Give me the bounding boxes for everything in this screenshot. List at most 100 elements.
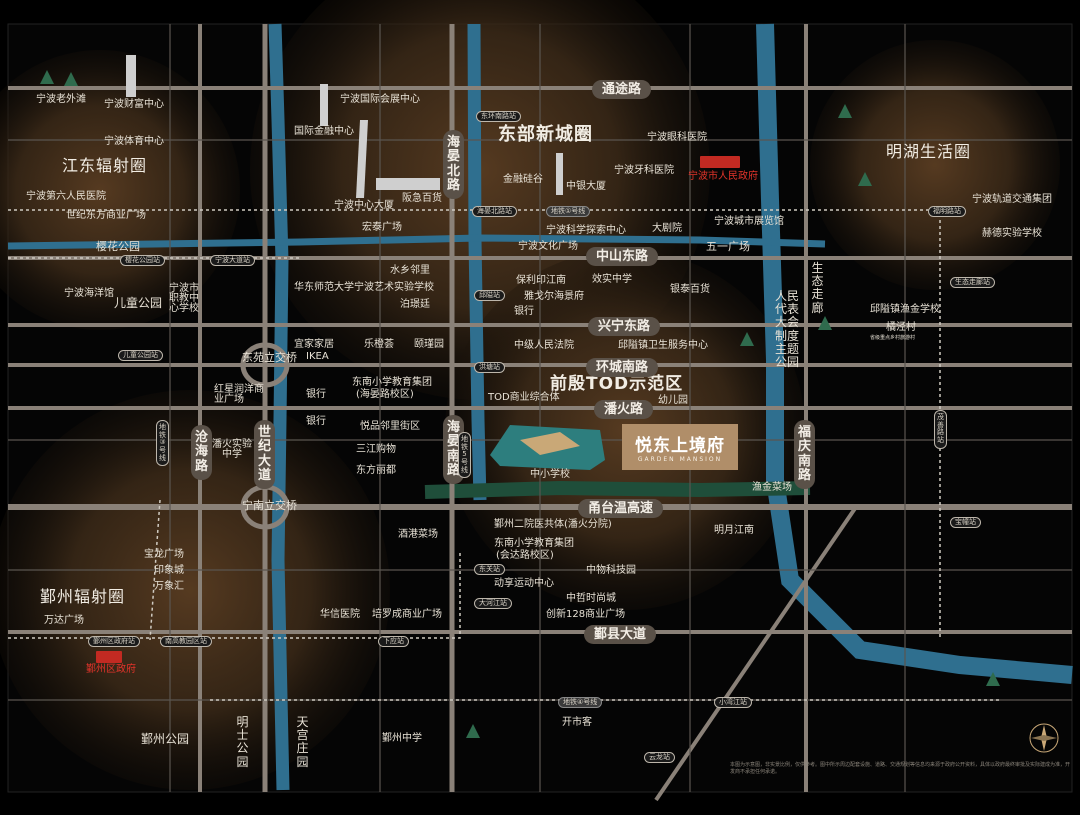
poi-xiaoshi: 效实中学 (592, 274, 632, 285)
poi-bank-1: 银行 (306, 389, 326, 400)
metro-yunduan: 云龙站 (644, 752, 675, 763)
poi-dongfanglidu: 东方丽都 (356, 465, 396, 476)
poi-dongnan-2b: (会达路校区) (496, 550, 554, 561)
metro-shengtai2: 茂善路站 (934, 410, 947, 449)
poi-tiyu: 宁波体育中心 (104, 136, 164, 147)
dongyuan-interchange: 东苑立交桥 (242, 351, 297, 364)
metro-xiaowan: 小湾江站 (714, 697, 752, 708)
road-huancheng-s: 环城南路 (586, 358, 659, 377)
poi-zhongxiao: 中小学校 (530, 469, 570, 480)
poi-peiluo: 培罗成商业广场 (372, 609, 442, 620)
poi-zhongyin: 中银大厦 (566, 181, 606, 192)
metro-yinghua: 樱花公园站 (120, 255, 165, 266)
poi-hongxing: 红星润洋商业广场 (214, 384, 264, 405)
compass-icon (1029, 723, 1059, 753)
project-brand-badge[interactable]: 悦东上境府 GARDEN MANSION (622, 424, 738, 470)
poi-yipin: 悦品邻里街区 (360, 421, 420, 432)
road-tongtu: 通途路 (592, 80, 652, 99)
poi-yijincai: 渔金菜场 (752, 482, 792, 493)
poi-huadong: 华东师范大学宁波艺术实验学校 (294, 282, 434, 293)
poi-erfang: 鄞州二院医共体(潘火分院) (494, 519, 612, 530)
poi-qiuai-ws: 邱隘镇卫生服务中心 (618, 340, 708, 351)
poi-guoji-huizhan: 宁波国际会展中心 (340, 94, 420, 105)
poi-hanyu: 阪急百货 (402, 193, 442, 204)
poi-laowaitan: 宁波老外滩 (36, 94, 86, 105)
metro-hongtang: 洪塘站 (474, 362, 505, 373)
metro-dongguan: 东关站 (474, 564, 505, 575)
tree-icon (986, 672, 1000, 686)
metro-line3-tag: 地铁③号线 (156, 420, 169, 467)
poi-haiyangguan: 宁波海洋馆 (64, 288, 114, 299)
brand-subtitle: GARDEN MANSION (637, 456, 723, 463)
road-shiji: 世纪大道 (254, 420, 275, 490)
tree-icon (838, 104, 852, 118)
poi-yijia: 宜家家居 (294, 339, 334, 350)
canal-north (7, 234, 826, 250)
poi-kexue: 宁波科学探索中心 (546, 225, 626, 236)
poi-mingyue: 明月江南 (714, 525, 754, 536)
park-yinghua: 樱花公园 (96, 240, 140, 253)
metro-shengtai: 生态走廊站 (950, 277, 995, 288)
road-panhuo: 潘火路 (594, 400, 654, 419)
zone-minghu-glow (810, 40, 1060, 290)
poi-shuixiang: 水乡邻里 (390, 265, 430, 276)
poi-kaishi: 开市客 (562, 717, 592, 728)
poi-zhongxin-dasha: 宁波中心大厦 (334, 200, 394, 211)
poi-jiangjing: 橘泾村 (886, 322, 916, 333)
square-wuyi: 五一广场 (706, 240, 750, 253)
metro-ningbo-dadao: 宁波大道站 (210, 255, 255, 266)
tree-icon (818, 316, 832, 330)
road-xingning-e: 兴宁东路 (588, 317, 661, 336)
poi-yinxiang: 印象城 (154, 565, 184, 576)
tree-icon (740, 332, 754, 346)
poi-yanke: 宁波眼科医院 (647, 132, 707, 143)
poi-youer: 幼儿园 (658, 395, 688, 406)
eco-corridor: 生态走廊 (811, 261, 824, 315)
poi-dongnan-2: 东南小学教育集团 (494, 538, 574, 549)
metro-ertong: 儿童公园站 (118, 350, 163, 361)
poi-guidao: 宁波轨道交通集团 (972, 194, 1052, 205)
zone-jiangdong-label: 江东辐射圈 (62, 156, 148, 175)
poi-ikea: IKEA (306, 351, 329, 362)
metro-nangaojiao: 南高教园区站 (160, 636, 212, 647)
zone-dongbu-label: 东部新城圈 (498, 124, 593, 145)
poi-shiji-dongfang: 世纪东方商业广场 (66, 210, 146, 221)
poi-zhongji-fy: 中级人民法院 (514, 340, 574, 351)
poi-hede: 赫德实验学校 (982, 228, 1042, 239)
ningnan-interchange: 宁南立交桥 (242, 499, 297, 512)
poi-bank-3: 银行 (514, 306, 534, 317)
zone-yinzhou-glow (0, 390, 390, 790)
poi-guoji-jinrong: 国际金融中心 (294, 126, 354, 137)
poi-hongtai: 宏泰广场 (362, 222, 402, 233)
poi-yake: 宁波牙科医院 (614, 165, 674, 176)
metro-yinzhou-dq: 鄞州区政府站 (88, 636, 140, 647)
brand-title: 悦东上境府 (635, 436, 725, 456)
poi-zhongwu: 中物科技园 (586, 565, 636, 576)
road-canghai: 沧海路 (191, 425, 212, 480)
tree-icon (40, 70, 54, 84)
green-belt (424, 480, 811, 499)
metro-donghuan: 东环南路站 (476, 111, 521, 122)
poi-sanjiang: 三江购物 (356, 444, 396, 455)
poi-jiangjing-sub: 省级重点乡村旅游村 (870, 335, 916, 341)
map-disclaimer: 本图为示意图，非实景比例，仅供参考。图中所示周边配套设施、道路、交通规划等信息均… (730, 762, 1071, 775)
renda-park: 人民代表大会制度主题公园 (774, 289, 799, 369)
metro-baozhuang: 宝幢站 (950, 517, 981, 528)
metro-fuming: 福明路站 (928, 206, 966, 217)
poi-huaxin: 华信医院 (320, 609, 360, 620)
poi-wanxiang: 万象汇 (154, 581, 184, 592)
poi-wanda: 万达广场 (44, 615, 84, 626)
road-zhongshan-e: 中山东路 (586, 247, 659, 266)
poi-chengshi-zhanlan: 宁波城市展览馆 (714, 216, 784, 227)
tree-icon (466, 724, 480, 738)
poi-dongxiang: 动享运动中心 (494, 578, 554, 589)
city-government-icon (700, 156, 740, 168)
district-government-icon (96, 651, 122, 663)
landmark-towers (126, 55, 563, 198)
poi-wenhua: 宁波文化广场 (518, 241, 578, 252)
poi-liuyuan: 宁波第六人民医院 (26, 191, 106, 202)
poi-yinzhou-zhongxue: 鄞州中学 (382, 733, 422, 744)
metro-line1-tag: 地铁①号线 (546, 206, 591, 217)
poi-zhongzhe: 中哲时尚城 (566, 593, 616, 604)
